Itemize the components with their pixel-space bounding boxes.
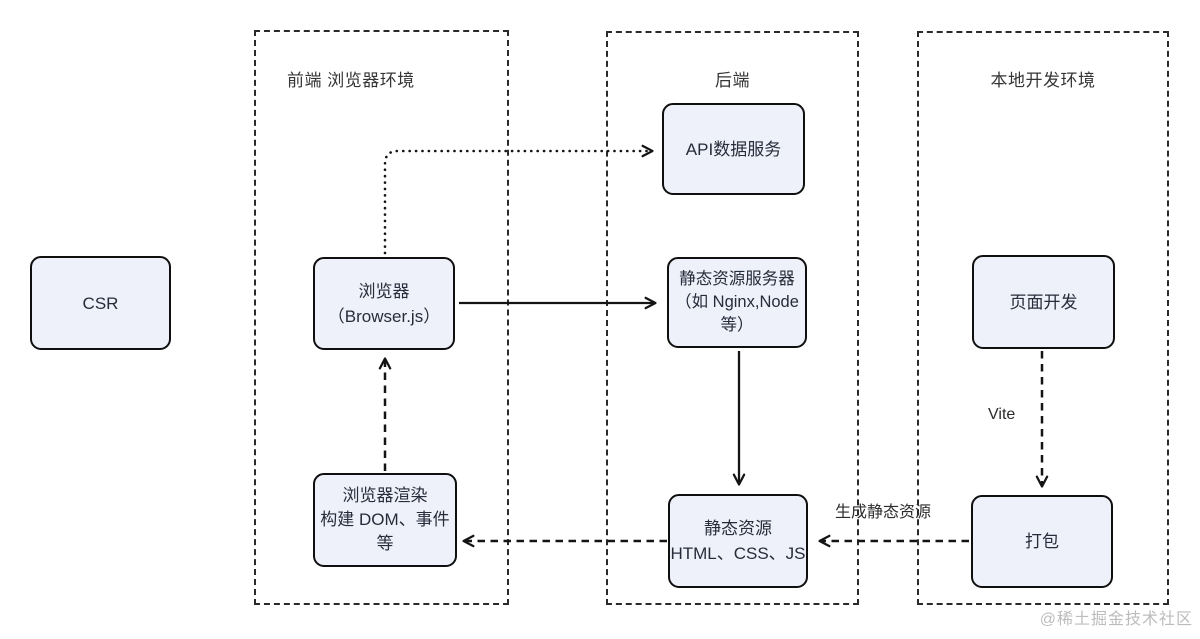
node-line: （如 Nginx,Node [675,293,799,311]
node-browser: 浏览器 （Browser.js） [313,257,455,350]
node-line: 浏览器 [358,281,410,301]
container-backend [606,31,859,605]
label-backend: 后端 [715,71,750,90]
node-line: 构建 DOM、事件 [320,510,450,529]
node-line: 等 [376,534,394,553]
node-line: 静态资源服务器 [679,270,795,288]
node-line: 浏览器渲染 [342,486,428,505]
node-api-service: API数据服务 [662,103,805,195]
edge-label-generate-assets: 生成静态资源 [835,504,932,521]
node-bundle: 打包 [971,495,1113,588]
edge-label-vite: Vite [988,406,1016,423]
label-local-dev-env: 本地开发环境 [990,71,1096,90]
node-static-server: 静态资源服务器 （如 Nginx,Node 等） [667,257,807,348]
node-static-assets: 静态资源 HTML、CSS、JS [668,494,808,588]
node-page-dev: 页面开发 [972,255,1115,349]
node-csr: CSR [30,256,171,350]
node-line: HTML、CSS、JS [670,544,806,563]
node-line: （Browser.js） [327,306,441,326]
label-frontend-browser-env: 前端 浏览器环境 [287,71,415,90]
node-line: 打包 [1025,532,1059,551]
node-line: 静态资源 [704,519,772,538]
node-browser-render: 浏览器渲染 构建 DOM、事件 等 [313,473,457,567]
container-local-dev-env [917,31,1169,605]
watermark: @稀土掘金技术社区 [1039,611,1193,628]
node-line: CSR [82,293,119,313]
container-frontend-browser-env [254,30,509,605]
node-line: 等） [720,316,754,334]
node-line: API数据服务 [685,139,782,159]
node-line: 页面开发 [1009,292,1078,312]
